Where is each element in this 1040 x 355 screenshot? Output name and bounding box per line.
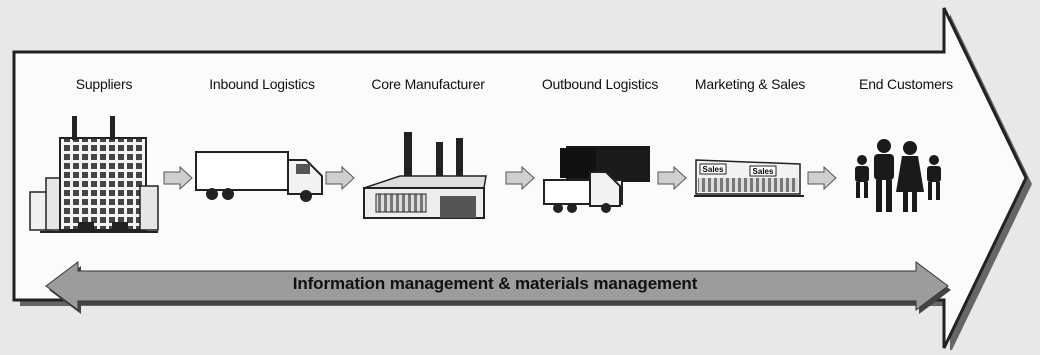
- flow-arrows: [163, 165, 837, 191]
- stage-label-core-manufacturer: Core Manufacturer: [371, 76, 485, 92]
- factory-icon: [363, 132, 487, 219]
- stage-label-marketing-sales: Marketing & Sales: [694, 76, 806, 92]
- flow-arrow-3: [505, 165, 535, 191]
- stage-label-suppliers: Suppliers: [75, 76, 133, 92]
- information-banner-arrow: [45, 261, 951, 314]
- sales-store-icon: Sales Sales: [694, 159, 804, 197]
- stage-label-inbound-logistics: Inbound Logistics: [209, 76, 315, 92]
- flow-arrow-2: [325, 165, 355, 191]
- stage-label-outbound-logistics: Outbound Logistics: [541, 76, 659, 92]
- supplier-building-icon: [29, 116, 159, 233]
- store-sign-right: Sales: [753, 167, 774, 176]
- store-sign-left: Sales: [703, 165, 724, 174]
- flow-arrow-5: [807, 165, 837, 191]
- family-icon: [855, 139, 941, 212]
- flow-arrow-1: [163, 165, 193, 191]
- flow-arrow-4: [657, 165, 687, 191]
- stage-label-end-customers: End Customers: [859, 76, 953, 92]
- banner-label: Information management & materials manag…: [292, 274, 698, 293]
- truck-icon: [195, 151, 323, 202]
- loaded-truck-icon: [543, 146, 650, 213]
